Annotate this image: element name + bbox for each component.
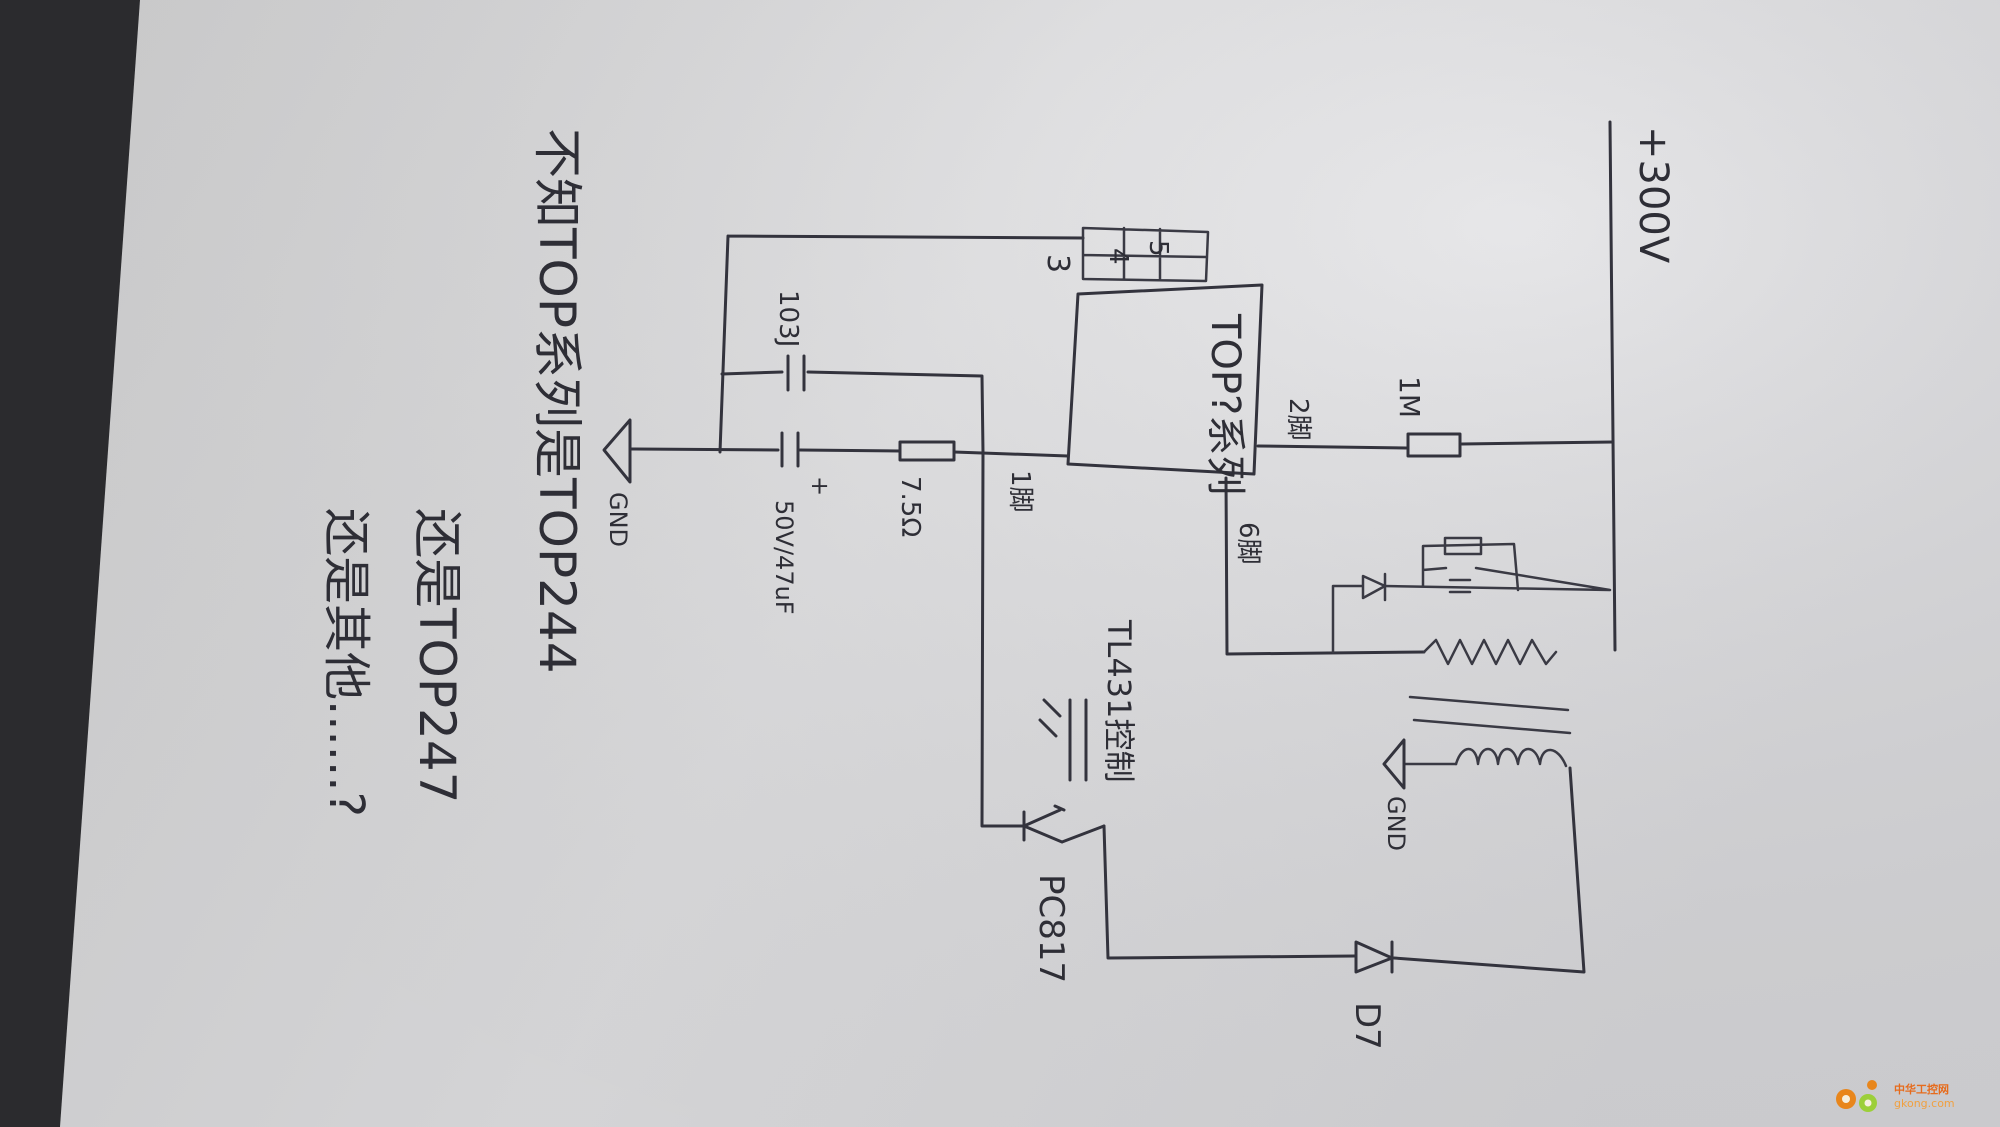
transformer-coil <box>1454 747 1568 768</box>
label-pin4: 4 <box>1103 248 1133 265</box>
label-cap-47u: 50V/47uF <box>770 500 798 615</box>
label-pin2: 2脚 <box>1283 398 1313 441</box>
wire-main <box>798 448 1070 458</box>
label-gnd-left: GND <box>604 492 632 547</box>
label-300v: +300V <box>1630 126 1676 264</box>
note-line-2: 还是TOP247 <box>408 508 466 803</box>
rail-300v <box>1608 120 1617 652</box>
label-pin6: 6脚 <box>1233 522 1263 565</box>
label-tl431: TL431控制 <box>1100 619 1138 782</box>
wire-clamp <box>1331 542 1612 654</box>
watermark-cn: 中华工控网 <box>1894 1083 1949 1096</box>
diode-d7 <box>1354 940 1394 974</box>
label-plus: + <box>806 476 834 496</box>
note-line-3: 还是其他......? <box>318 508 374 817</box>
label-pin3: 3 <box>1040 254 1075 273</box>
watermark: 中华工控网 gkong.com <box>1832 1077 1982 1117</box>
label-gnd-right: GND <box>1382 796 1410 851</box>
wire-pin6 <box>1224 476 1426 656</box>
resistor-zigzag <box>1422 638 1558 666</box>
label-pin5: 5 <box>1143 240 1173 257</box>
wire-pin2 <box>1256 440 1615 450</box>
label-top-chip: TOP?系列 <box>1202 313 1248 495</box>
resistor-1m <box>1406 432 1462 458</box>
diode-clamp <box>1361 572 1387 602</box>
wire-cap103 <box>720 370 985 454</box>
pin-boxes <box>1081 226 1210 283</box>
label-r-7-5: 7.5Ω <box>895 476 925 537</box>
ground-symbol-left <box>602 418 632 484</box>
optocoupler <box>1022 698 1106 844</box>
wire-top-loop <box>718 234 1085 454</box>
watermark-en: gkong.com <box>1894 1097 1955 1110</box>
ground-symbol-right <box>1382 738 1406 790</box>
resistor-7-5 <box>898 440 956 462</box>
label-d7: D7 <box>1347 1002 1387 1050</box>
transformer-core <box>1408 695 1572 735</box>
capacitor-103j <box>786 354 806 392</box>
label-r-1m: 1M <box>1393 376 1426 418</box>
top-chip-body <box>1066 283 1264 476</box>
resistor-clamp <box>1443 536 1483 556</box>
schematic-wires <box>628 120 1617 974</box>
gear-logo-icon <box>1836 1080 1877 1112</box>
label-pin1: 1脚 <box>1005 470 1035 513</box>
capacitor-47uf <box>780 431 800 468</box>
note-line-1: 不知TOP系列是TOP244 <box>528 128 586 674</box>
wire-opto <box>980 450 1586 974</box>
wire-ground <box>628 447 780 452</box>
capacitor-clamp <box>1448 578 1472 594</box>
label-pc817: PC817 <box>1031 874 1071 983</box>
label-cap-103: 103J <box>773 290 803 347</box>
